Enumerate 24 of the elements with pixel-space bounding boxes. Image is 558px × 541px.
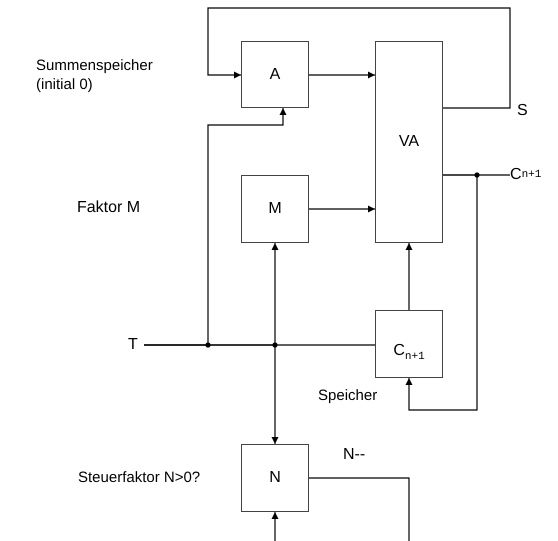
arrow [309,206,375,212]
block-caption: Speicher [318,386,378,405]
connector-line [144,344,375,346]
signal-label: S [517,102,528,120]
block-box [241,41,309,108]
signal-label: Faktor M [77,199,140,217]
block-label: VA [398,133,420,151]
signal-label: Summenspeicher (initial 0) [36,56,154,94]
block-box [241,175,309,243]
block-box [375,310,443,378]
connector-line [443,174,510,176]
block-caption: Steuerfaktor N>0? [78,468,200,487]
connector-line [309,477,410,541]
arrow [309,72,375,78]
block-box [241,444,309,512]
arrow [272,512,278,541]
block-label: C$_{n+1}$ [393,342,425,363]
block-box [375,41,443,243]
arrow [406,243,412,310]
block-label: M [268,200,282,218]
signal-label: T [128,334,144,356]
block-label: N [269,469,281,487]
arrow [207,7,511,109]
block-label: A [270,66,280,84]
